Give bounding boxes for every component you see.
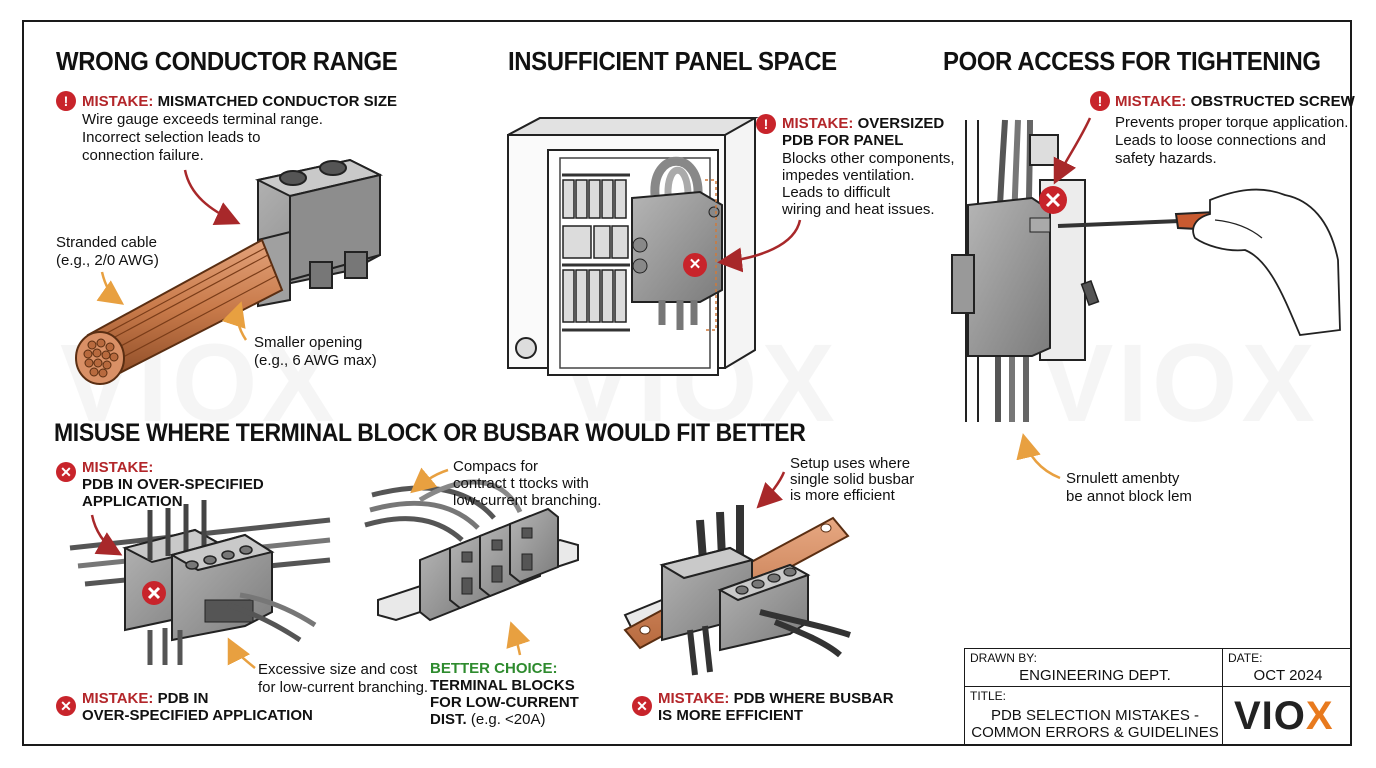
conductor-desc-3: connection failure.: [82, 147, 204, 164]
x-mark-icon: ✕: [56, 696, 76, 716]
obstructed-screw-illustration: [951, 119, 1341, 422]
excess-note-1: Excessive size and cost: [258, 661, 418, 678]
title-value-1: PDB SELECTION MISTAKES -: [990, 707, 1200, 724]
date-label: DATE:: [1228, 651, 1263, 665]
busbar-note-3: is more efficient: [790, 487, 895, 504]
busbar-illustration: [623, 505, 851, 676]
x-mark-icon: [1039, 186, 1067, 214]
access-note-2: be annot block lem: [1066, 488, 1192, 505]
better-choice-line-2: FOR LOW-CURRENT: [430, 694, 579, 711]
arrow: [410, 467, 449, 494]
terminal-block-illustration: [255, 158, 383, 308]
electrical-panel-illustration: [507, 117, 759, 376]
mistake-oversized: MISTAKE: OVERSIZED: [782, 115, 945, 132]
x-mark-icon: ✕: [683, 253, 707, 277]
warning-icon: !: [756, 114, 776, 134]
x-mark-icon: ✕: [632, 696, 652, 716]
misuse-top-mistake-label: MISTAKE:: [82, 459, 154, 476]
access-desc-3: safety hazards.: [1115, 150, 1217, 167]
opening-label-1: Smaller opening: [254, 334, 363, 351]
panel-desc-2: impedes ventilation.: [782, 167, 915, 184]
busbar-mistake-line-1: MISTAKE: PDB WHERE BUSBAR: [658, 690, 894, 707]
conductor-desc-1: Wire gauge exceeds terminal range.: [82, 111, 323, 128]
arrow: [1053, 117, 1092, 185]
mistake-pdb-for-panel: PDB FOR PANEL: [782, 132, 904, 149]
arrow: [227, 637, 256, 669]
pdb-over-specified-illustration: [69, 500, 331, 665]
compact-note-2: contract t ttocks with: [453, 475, 589, 492]
arrow: [1016, 433, 1061, 480]
date-value: OCT 2024: [1253, 667, 1323, 684]
arrow: [90, 514, 123, 556]
better-choice-label: BETTER CHOICE:: [430, 660, 558, 677]
x-mark-icon: ✕: [56, 462, 76, 482]
cable-label-1: Stranded cable: [56, 234, 157, 251]
x-mark-icon: [142, 581, 166, 605]
drawing-frame: [22, 20, 1352, 746]
better-choice-line-1: TERMINAL BLOCKS: [430, 677, 575, 694]
busbar-note-2: single solid busbar: [790, 471, 915, 488]
arrow: [183, 169, 241, 225]
heading-insufficient-panel-space: INSUFFICIENT PANEL SPACE: [508, 46, 837, 76]
title-block-divider: [964, 686, 1352, 687]
compact-note-3: low-current branching.: [453, 492, 602, 509]
drawn-by-value: ENGINEERING DEPT.: [1019, 667, 1171, 684]
panel-desc-3: Leads to difficult: [782, 184, 891, 201]
arrow: [506, 621, 531, 656]
mistake-obstructed-screw: MISTAKE: OBSTRUCTED SCREW: [1115, 93, 1355, 110]
stranded-cable-illustration: [75, 238, 284, 385]
arrow: [717, 219, 802, 273]
terminal-blocks-illustration: [364, 479, 579, 622]
misuse-top-mistake-line-1: PDB IN OVER-SPECIFIED: [82, 476, 264, 493]
misuse-bottom-mistake-line-2: OVER-SPECIFIED APPLICATION: [82, 707, 313, 724]
warning-icon: !: [56, 91, 76, 111]
panel-desc-1: Blocks other components,: [782, 150, 955, 167]
drawn-by-label: DRAWN BY:: [970, 651, 1037, 665]
compact-note-1: Compacs for: [453, 458, 539, 475]
misuse-top-mistake-line-2: APPLICATION: [82, 493, 183, 510]
mistake-mismatched-conductor: MISTAKE: MISMATCHED CONDUCTOR SIZE: [82, 93, 398, 110]
arrow: [96, 271, 125, 305]
warning-icon: !: [1090, 91, 1110, 111]
conductor-desc-2: Incorrect selection leads to: [82, 129, 261, 146]
access-note-1: Srnulett amenbty: [1066, 470, 1180, 487]
title-value-2: COMMON ERRORS & GUIDELINES: [971, 724, 1219, 741]
heading-misuse: MISUSE WHERE TERMINAL BLOCK OR BUSBAR WO…: [54, 419, 806, 447]
better-choice-line-3: DIST. (e.g. <20A): [430, 711, 546, 728]
heading-poor-access: POOR ACCESS FOR TIGHTENING: [943, 46, 1321, 76]
arrow: [221, 301, 248, 341]
misuse-bottom-mistake-line-1: MISTAKE: PDB IN: [82, 690, 209, 707]
title-label: TITLE:: [970, 689, 1007, 703]
heading-wrong-conductor-range: WRONG CONDUCTOR RANGE: [56, 46, 398, 76]
cable-label-2: (e.g., 2/0 AWG): [56, 252, 159, 269]
busbar-mistake-line-2: IS MORE EFFICIENT: [658, 707, 804, 724]
panel-desc-4: wiring and heat issues.: [782, 201, 935, 218]
access-desc-2: Leads to loose connections and: [1115, 132, 1326, 149]
arrow: [756, 471, 786, 509]
busbar-note-1: Setup uses where: [790, 455, 911, 472]
title-block: [964, 648, 1352, 746]
opening-label-2: (e.g., 6 AWG max): [254, 352, 377, 369]
title-block-divider: [1222, 648, 1223, 746]
access-desc-1: Prevents proper torque application.: [1115, 114, 1349, 131]
excess-note-2: for low-current branching.: [258, 679, 429, 696]
viox-logo: VIOX: [1234, 694, 1334, 738]
